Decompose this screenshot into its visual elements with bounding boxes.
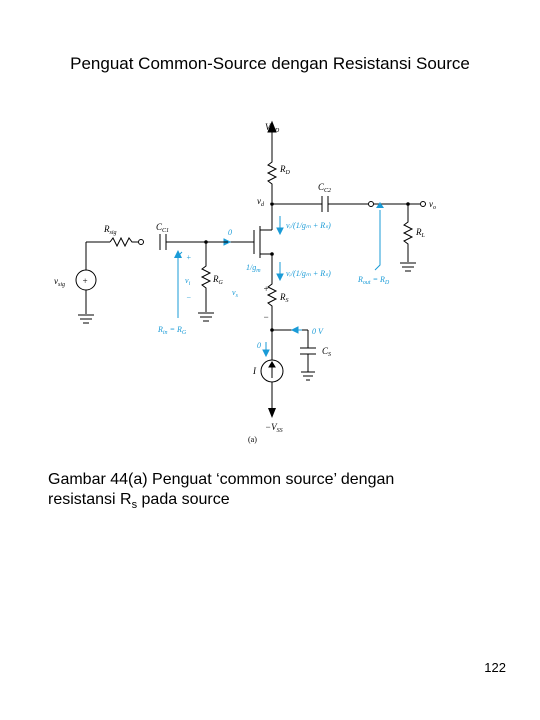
rin-label: Rin = RG [157, 325, 187, 336]
zero-dc-label: 0 [257, 341, 261, 350]
rl-resistor [402, 204, 414, 262]
page-title: Penguat Common-Source dengan Resistansi … [70, 54, 470, 73]
caption-line-1: Gambar 44(a) Penguat ‘common source’ den… [48, 471, 395, 488]
cc1-label: CC1 [156, 222, 169, 234]
cs-label: CS [322, 346, 331, 358]
rsig-resistor [109, 236, 138, 248]
vdd-label: VDD [265, 122, 280, 134]
vs-label: vs [232, 288, 239, 299]
caption-line-2: resistansi Rs pada source [48, 491, 230, 512]
rsig-label: Rsig [103, 224, 117, 236]
mosfet-symbol [228, 204, 273, 280]
cc2-label: CC2 [318, 182, 331, 194]
rg-label: RG [212, 274, 224, 286]
rd-label: RD [279, 164, 291, 176]
ground-rl [400, 262, 416, 272]
vsig-plus: + [82, 276, 88, 286]
rout-label: Rout = RD [357, 275, 390, 286]
gate-current-label: 0 [228, 228, 232, 237]
figure-sublabel: (a) [248, 435, 257, 444]
ground-rg [198, 312, 214, 322]
page-number: 122 [484, 660, 506, 675]
vd-label: vd [257, 196, 265, 208]
vss-label: −VSS [265, 422, 283, 434]
drain-current-expr: vᵢ/(1/gₘ + Rₛ) [286, 221, 331, 230]
vi-minus: − [186, 293, 191, 302]
vdd-arrow [267, 120, 277, 152]
vsig-source [75, 242, 97, 314]
rs-resistor [266, 280, 278, 330]
gm-label: 1/gm [246, 263, 261, 274]
rs-label: RS [279, 292, 289, 304]
common-source-circuit-diagram: VDD RD vd CC2 vo RL 0 [54, 120, 436, 444]
cs-capacitor [300, 347, 316, 381]
source-current-expr: vᵢ/(1/gₘ + Rₛ) [286, 269, 331, 278]
rg-resistor [200, 242, 212, 312]
figure-caption: Gambar 44(a) Penguat ‘common source’ den… [48, 470, 488, 515]
current-source [260, 359, 284, 383]
vi-label: vi [185, 276, 191, 287]
rs-plus: + [263, 284, 269, 294]
ground-vsig [78, 314, 94, 324]
rd-resistor [266, 152, 278, 202]
vo-label: vo [429, 199, 436, 211]
zero-volt-label: 0 V [312, 327, 324, 336]
cc2-capacitor [321, 196, 329, 212]
rs-minus: − [263, 312, 269, 322]
rl-label: RL [415, 227, 426, 239]
vi-plus: + [186, 253, 191, 262]
cc1-capacitor [159, 234, 167, 250]
vsig-label: vsig [54, 276, 65, 288]
current-source-label: I [252, 366, 257, 376]
